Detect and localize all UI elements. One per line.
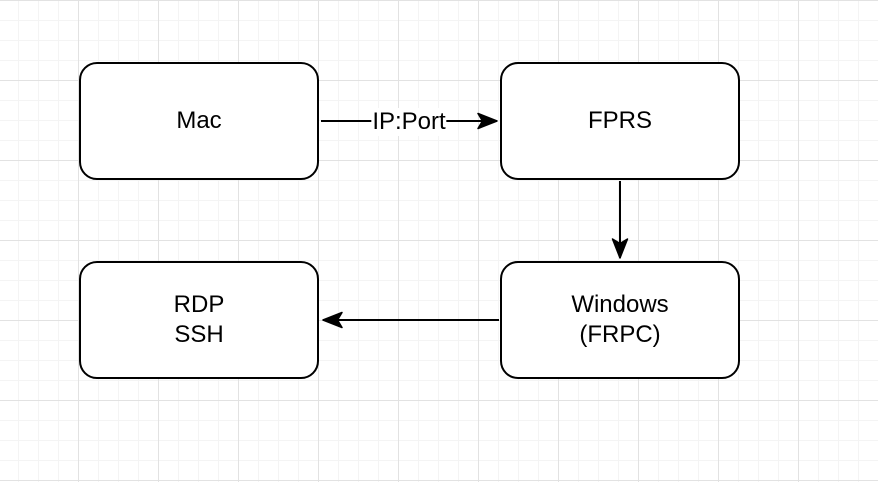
node-rdp-ssh-label-line1: RDP [173,291,225,318]
node-fprs-label: FPRS [587,107,652,134]
node-windows-frpc: Windows (FRPC) [500,261,740,379]
node-windows-frpc-label-line2: (FRPC) [579,321,661,348]
node-rdp-ssh-label-line2: SSH [174,321,224,348]
node-windows-frpc-label-line1: Windows [571,291,669,318]
node-rdp-ssh-label: RDP SSH [174,290,225,350]
node-fprs: FPRS [500,62,740,180]
edge-label-ip-port: IP:Port [371,108,447,136]
node-mac-label: Mac [176,107,222,134]
node-mac: Mac [79,62,319,180]
node-rdp-ssh: RDP SSH [79,261,319,379]
node-windows-frpc-label: Windows (FRPC) [571,290,668,350]
